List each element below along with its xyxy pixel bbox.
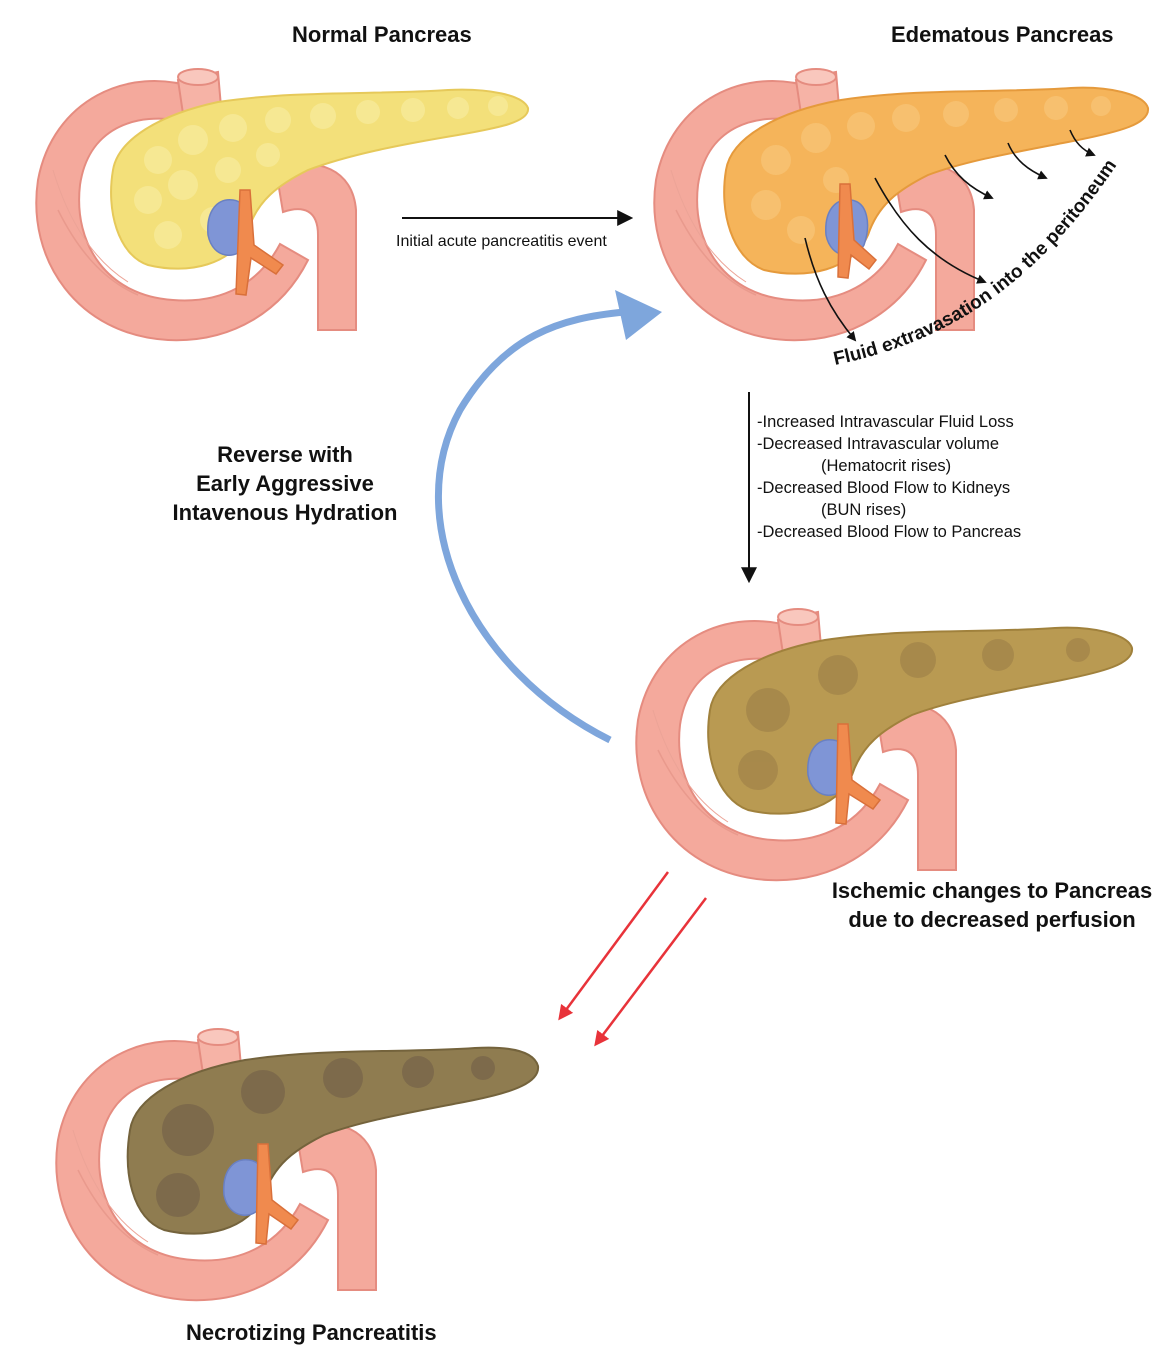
effect-item: -Decreased Intravascular volume [757,433,1021,455]
reverse-line-3: Intavenous Hydration [150,498,420,527]
effect-item: -Increased Intravascular Fluid Loss [757,411,1021,433]
effects-list: -Increased Intravascular Fluid Loss -Dec… [757,411,1021,543]
effect-item: -Decreased Blood Flow to Pancreas [757,521,1021,543]
necrotizing-pancreatitis-title: Necrotizing Pancreatitis [186,1320,437,1346]
normal-pancreas-title: Normal Pancreas [292,22,472,48]
progression-arrows [560,872,706,1044]
ischemic-line-1: Ischemic changes to Pancreas [808,876,1176,905]
reverse-hydration-arrow [438,290,662,740]
reverse-line-2: Early Aggressive [150,469,420,498]
reverse-hydration-label: Reverse with Early Aggressive Intavenous… [150,440,420,527]
normal-pancreas-illustration [36,69,528,340]
effect-item: (Hematocrit rises) [757,455,1021,477]
reverse-line-1: Reverse with [150,440,420,469]
ischemic-pancreas-illustration [636,609,1132,880]
initial-event-label: Initial acute pancreatitis event [396,233,607,251]
effect-item: -Decreased Blood Flow to Kidneys [757,477,1021,499]
ischemic-pancreas-title: Ischemic changes to Pancreas due to decr… [808,876,1176,934]
effect-item: (BUN rises) [757,499,1021,521]
necrotizing-pancreas-illustration [56,1029,538,1300]
ischemic-line-2: due to decreased perfusion [808,905,1176,934]
edematous-pancreas-title: Edematous Pancreas [891,22,1114,48]
